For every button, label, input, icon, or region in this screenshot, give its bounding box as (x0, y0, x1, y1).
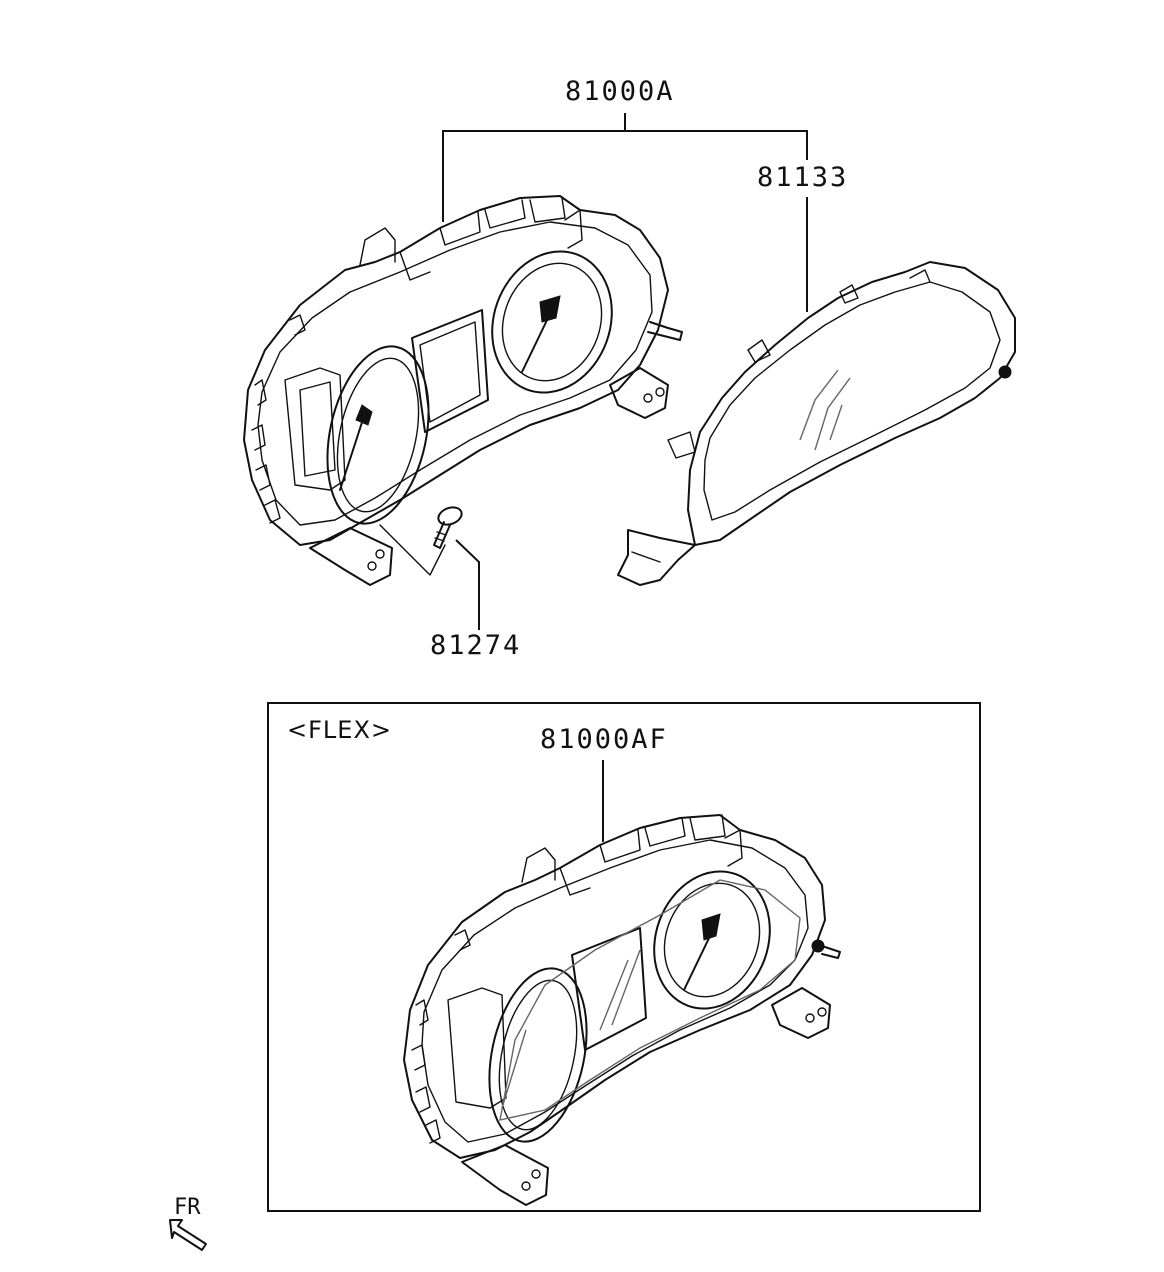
label-81000A: 81000A (565, 76, 675, 107)
front-direction-arrow-icon (169, 1219, 207, 1251)
label-81133: 81133 (757, 162, 848, 193)
flex-box-title: <FLEX> (287, 716, 392, 744)
flex-meter-cluster-assembly (403, 814, 841, 1206)
label-81274: 81274 (430, 630, 521, 661)
front-direction-indicator: FR (169, 1195, 207, 1251)
lens-cover-81133 (617, 261, 1016, 586)
meter-cluster-assembly (243, 195, 683, 586)
screw-81274 (433, 506, 463, 549)
label-81000AF: 81000AF (540, 724, 668, 755)
leader-81274-hole (379, 524, 446, 576)
leader-81000A (442, 113, 808, 222)
front-direction-label: FR (174, 1195, 201, 1220)
flex-variant-box (267, 702, 981, 1212)
leader-81274 (455, 539, 480, 630)
